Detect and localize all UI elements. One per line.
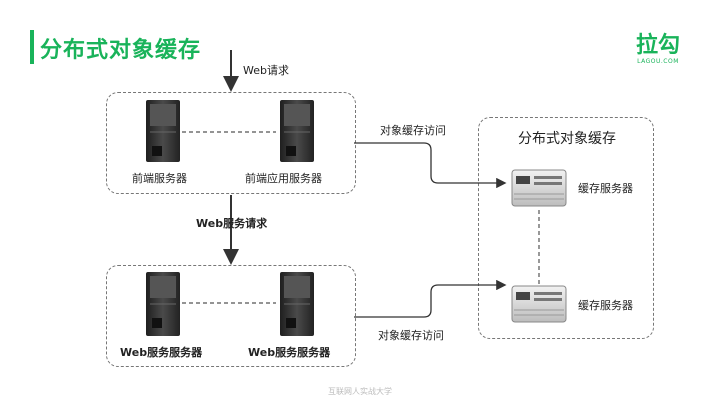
title-accent-bar	[30, 30, 34, 64]
cache-group-title: 分布式对象缓存	[518, 131, 616, 147]
frontend-server-label: 前端服务器	[132, 172, 187, 185]
logo-main-text: 拉勾	[636, 33, 681, 58]
cache-server-2-icon	[511, 285, 567, 323]
cache-server-1-label: 缓存服务器	[578, 182, 633, 195]
cache-access-arrow-top	[354, 142, 507, 189]
web-service-server-2-label: Web服务服务器	[248, 346, 331, 359]
footer-watermark: 互联网人实战大学	[328, 387, 392, 396]
page-title: 分布式对象缓存	[40, 38, 202, 63]
frontend-app-server-label: 前端应用服务器	[245, 172, 322, 185]
web-service-request-label: Web服务请求	[196, 217, 268, 230]
web-service-server-2-icon	[280, 272, 314, 336]
lagou-logo: 拉勾 LAGOU.COM	[636, 34, 680, 66]
logo-sub-text: LAGOU.COM	[637, 58, 679, 65]
cache-server-1-icon	[511, 169, 567, 207]
web-request-label: Web请求	[243, 64, 289, 77]
cache-group-box	[478, 117, 654, 339]
web-service-group-box	[106, 265, 356, 367]
web-service-server-1-icon	[146, 272, 180, 336]
web-service-server-1-label: Web服务服务器	[120, 346, 203, 359]
cache-access-arrow-bottom	[354, 279, 507, 318]
cache-access-bottom-label: 对象缓存访问	[378, 329, 444, 342]
frontend-server-icon	[146, 100, 180, 162]
cache-access-top-label: 对象缓存访问	[380, 124, 446, 137]
cache-server-2-label: 缓存服务器	[578, 299, 633, 312]
frontend-app-server-icon	[280, 100, 314, 162]
